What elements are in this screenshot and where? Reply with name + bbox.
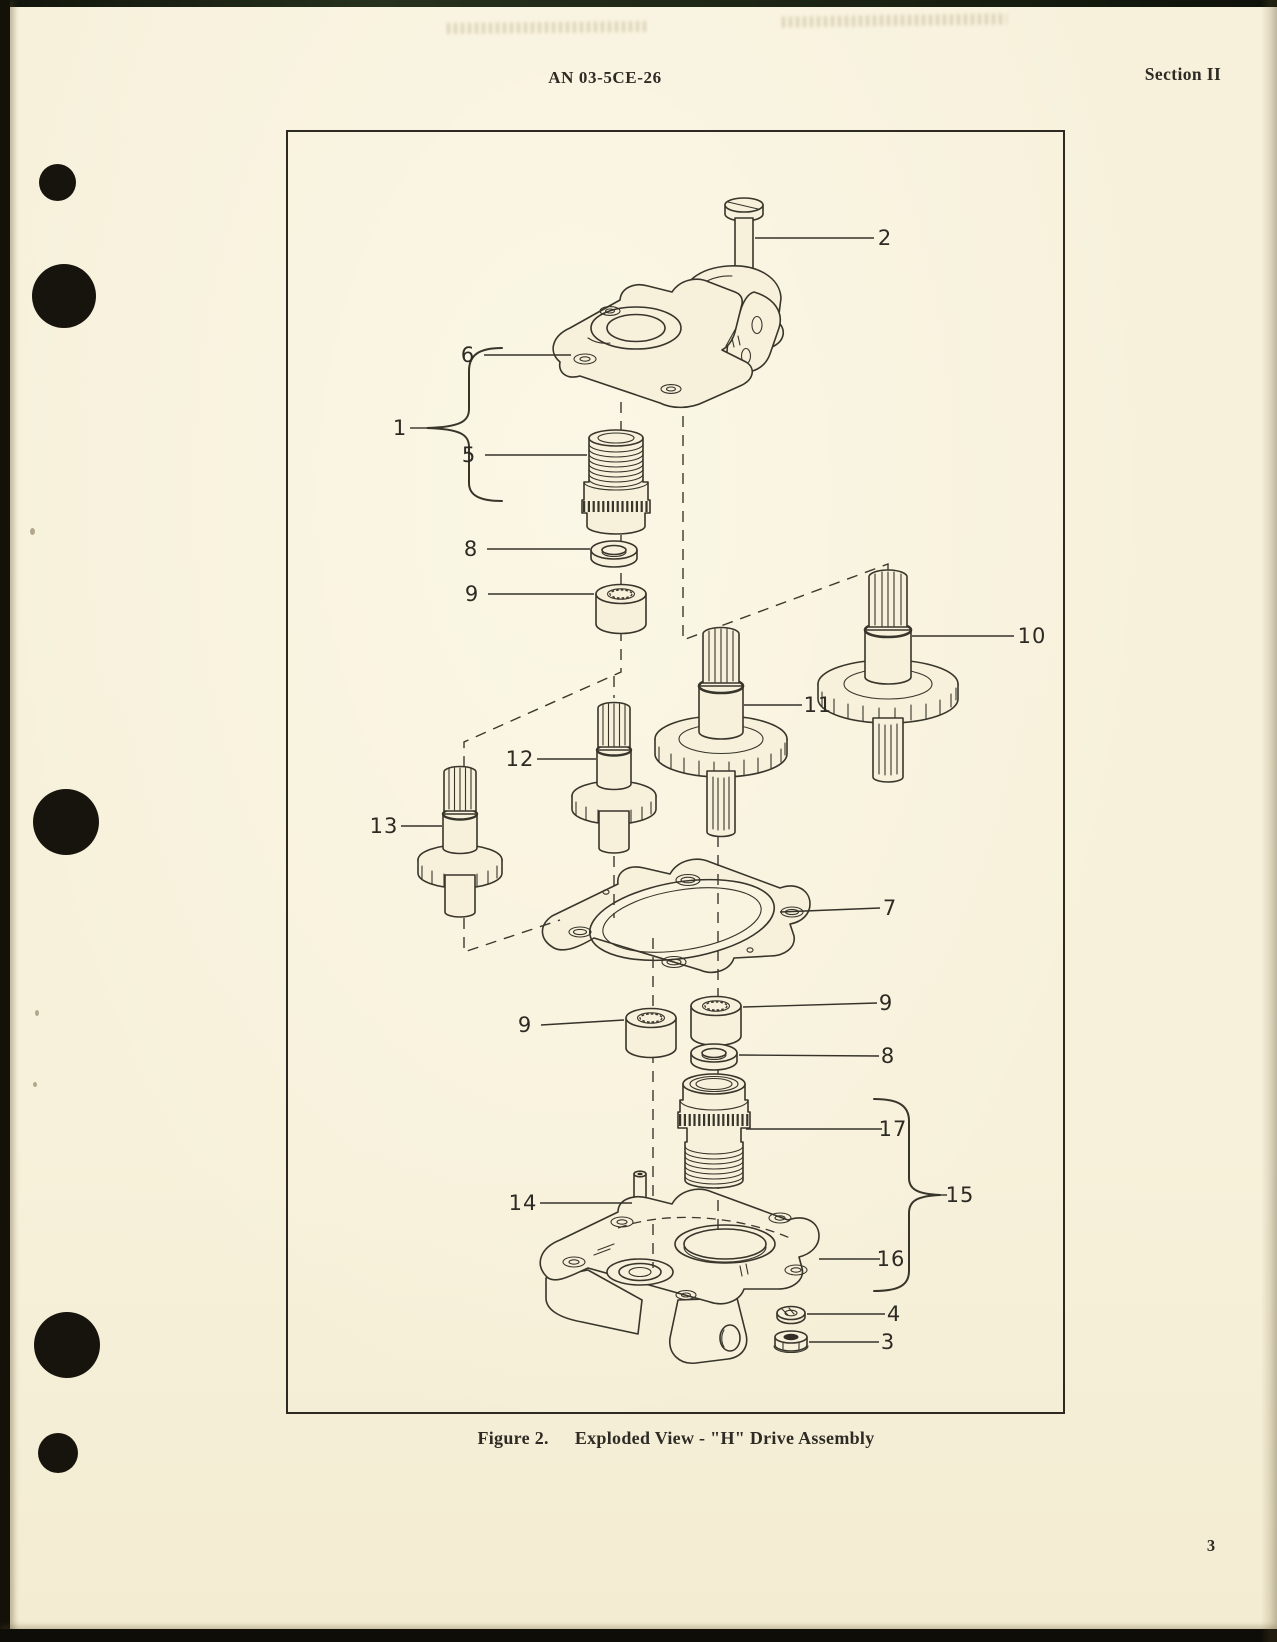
- scan-edge-right: [1261, 0, 1277, 1642]
- assembly-centerlines-upper: [463, 402, 889, 766]
- callout-2: 2: [878, 226, 892, 250]
- leader-line-9: [540, 1019, 625, 1026]
- callout-9: 9: [518, 1013, 532, 1037]
- callout-10: 10: [1018, 624, 1047, 648]
- scan-speck: [35, 1010, 39, 1016]
- part-bushing-lower-left: [625, 1007, 677, 1059]
- scan-edge-left: [0, 0, 10, 1642]
- callout-9: 9: [879, 991, 893, 1015]
- part-pinion-shaft-12: [571, 701, 657, 854]
- callout-3: 3: [881, 1330, 895, 1354]
- scan-speck: [30, 528, 35, 535]
- callout-13: 13: [370, 814, 399, 838]
- callout-7: 7: [883, 896, 897, 920]
- ink-bleedthrough: [781, 13, 1008, 28]
- callout-5: 5: [462, 443, 476, 467]
- callout-11: 11: [804, 693, 833, 717]
- part-gear-shaft-11: [654, 626, 788, 838]
- callout-8: 8: [881, 1044, 895, 1068]
- section-label: Section II: [1144, 64, 1222, 84]
- callout-14: 14: [509, 1191, 538, 1215]
- assembly-centerlines-lower: [463, 836, 719, 1232]
- figure-caption: Figure 2. Exploded View - "H" Drive Assem…: [287, 1428, 1065, 1449]
- part-nut: [773, 1330, 809, 1354]
- binder-hole: [32, 264, 96, 328]
- binder-hole: [33, 789, 99, 855]
- figure-caption-number: Figure 2.: [477, 1428, 549, 1448]
- callout-12: 12: [506, 747, 535, 771]
- figure-caption-title: Exploded View - "H" Drive Assembly: [574, 1428, 875, 1448]
- part-upper-housing: [552, 265, 784, 409]
- callout-8: 8: [464, 537, 478, 561]
- callout-6: 6: [461, 343, 475, 367]
- callout-17: 17: [879, 1117, 908, 1141]
- scan-edge-bottom: [0, 1629, 1277, 1642]
- callout-16: 16: [877, 1247, 906, 1271]
- leader-line-8: [738, 1054, 880, 1057]
- part-threaded-bushing: [677, 1073, 751, 1189]
- scan-edge-top: [0, 0, 1277, 7]
- part-splined-bushing-upper: [581, 429, 651, 535]
- callout-4: 4: [887, 1302, 901, 1326]
- doc-number: AN 03-5CE-26: [548, 68, 662, 87]
- part-bushing-upper: [595, 583, 647, 635]
- binder-hole: [34, 1312, 100, 1378]
- scan-speck: [33, 1082, 37, 1087]
- callout-15: 15: [946, 1183, 975, 1207]
- part-washer-upper: [590, 540, 638, 568]
- leader-line-7: [779, 907, 881, 913]
- binder-hole: [38, 1433, 78, 1473]
- ink-bleedthrough: [446, 20, 648, 35]
- binder-hole: [39, 164, 76, 201]
- part-bushing-lower-right: [690, 995, 742, 1047]
- part-gear-shaft-10: [817, 569, 959, 783]
- part-washer-lower: [690, 1043, 738, 1071]
- part-pinion-shaft-13: [417, 765, 503, 918]
- part-lower-housing: [539, 1188, 820, 1364]
- part-lock-washer: [776, 1305, 806, 1325]
- callout-1: 1: [393, 416, 407, 440]
- part-gasket: [541, 858, 811, 974]
- page-number: 3: [1206, 1536, 1216, 1555]
- group-brace-1: [426, 347, 503, 502]
- callout-9: 9: [465, 582, 479, 606]
- leader-line-9: [742, 1002, 878, 1008]
